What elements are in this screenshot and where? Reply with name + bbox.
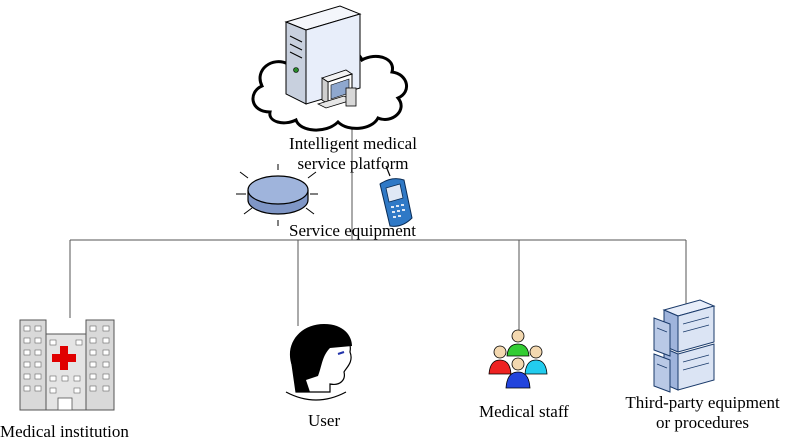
third-party-label-line1: Third-party equipment: [625, 393, 780, 412]
platform-label-line2: service platform: [297, 154, 409, 173]
staff-label: Medical staff: [479, 402, 569, 421]
platform-label: Intelligent medical service platform: [268, 134, 438, 174]
desktop-computer-icon: [316, 69, 357, 109]
third-party-label: Third-party equipment or procedures: [610, 393, 795, 433]
people-group-icon: [488, 329, 548, 389]
connection-lines: [69, 118, 687, 332]
third-party-label-line2: or procedures: [656, 413, 749, 432]
platform-label-line1: Intelligent medical: [289, 134, 417, 153]
institution-label: Medical institution: [0, 422, 129, 438]
server-stack-icon: [653, 299, 716, 393]
saucer-device-icon: [236, 164, 318, 226]
mobile-phone-icon: [379, 165, 413, 227]
user-head-icon: [285, 324, 352, 401]
hospital-building-icon: [19, 319, 115, 411]
service-equipment-label: Service equipment: [289, 221, 416, 240]
user-label: User: [308, 411, 341, 430]
